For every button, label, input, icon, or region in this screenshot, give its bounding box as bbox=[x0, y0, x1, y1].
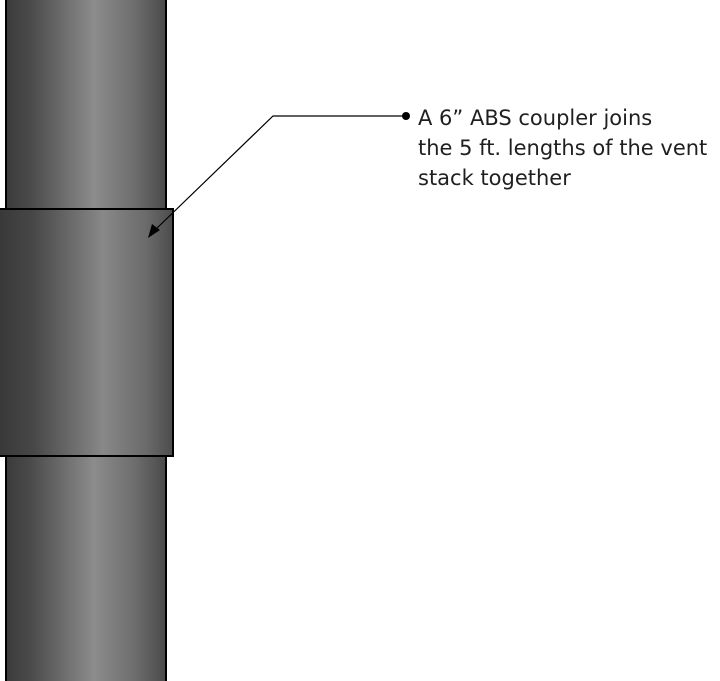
callout-line-2: the 5 ft. lengths of the vent bbox=[418, 136, 708, 160]
callout-line-1: A 6” ABS coupler joins bbox=[418, 106, 653, 130]
coupler-callout-text: A 6” ABS coupler joins the 5 ft. lengths… bbox=[418, 103, 718, 193]
abs-coupler bbox=[0, 208, 174, 457]
leader-dot bbox=[402, 112, 410, 120]
lower-pipe bbox=[5, 455, 167, 681]
upper-pipe bbox=[5, 0, 167, 211]
leader-arrowhead bbox=[148, 224, 160, 238]
leader-line bbox=[154, 115, 405, 231]
callout-line-3: stack together bbox=[418, 166, 571, 190]
